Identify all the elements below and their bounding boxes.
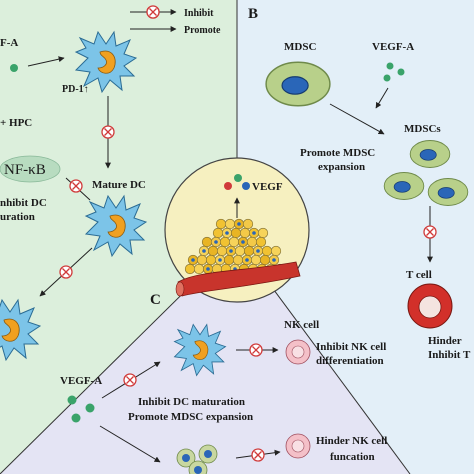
panel-a-vegf-label: F-A — [0, 37, 18, 49]
panel-c: C NK cell Inhibit NK cell differentiatio… — [60, 292, 387, 474]
vegf-dot — [234, 174, 242, 182]
pd1-label: PD-1↑ — [62, 84, 89, 95]
inhibit-dc-label-1: nhibit DC — [0, 197, 47, 209]
panel-c-label: C — [150, 292, 161, 308]
tumor-cell — [201, 236, 213, 248]
tumor-center: VEGF — [164, 157, 310, 303]
tumor-cell — [239, 227, 251, 239]
funcation-label: funcation — [330, 451, 375, 463]
tumor-cell-nucleus — [272, 258, 276, 262]
nk-cell — [285, 339, 311, 365]
tumor-cell-nucleus — [191, 258, 195, 262]
nfkb-bubble: NF-κB — [0, 155, 61, 183]
vegf-dot — [397, 68, 405, 76]
tumor-cell-nucleus — [229, 249, 233, 253]
mdsc-cell — [427, 178, 469, 206]
tumor-cell — [261, 245, 273, 257]
vegf-dot — [386, 62, 394, 70]
nk-cell-label: NK cell — [284, 319, 319, 331]
tumor-cell — [255, 236, 267, 248]
mdscs-label: MDSCs — [404, 123, 441, 135]
t-cell — [407, 283, 453, 329]
tumor-cell — [242, 218, 254, 230]
tumor-cell-nucleus — [202, 249, 206, 253]
mdsc-cell — [383, 172, 425, 200]
tumor-cell — [228, 236, 240, 248]
tumor-cell — [257, 227, 269, 239]
vegf-dot — [71, 413, 81, 423]
hinder-label: Hinder — [428, 335, 462, 347]
tumor-cell — [184, 263, 196, 275]
tumor-cell — [216, 245, 228, 257]
tumor-cell — [223, 254, 235, 266]
tumor-cell-nucleus — [214, 240, 218, 244]
tumor-cell — [205, 254, 217, 266]
promote-mdsc-label-2: expansion — [318, 161, 365, 173]
mature-dc-label: Mature DC — [92, 179, 146, 191]
tumor-cell — [234, 245, 246, 257]
vegfa-label-c: VEGF-A — [60, 375, 102, 387]
tumor-cell-nucleus — [237, 222, 241, 226]
tumor-cell — [212, 227, 224, 239]
inhibit-nk-label-2: differentiation — [316, 355, 384, 367]
vegfa-label-b: VEGF-A — [372, 41, 414, 53]
center-vegf-label: VEGF — [252, 181, 283, 193]
vegf-dot — [242, 182, 250, 190]
promote-mdsc-label-1: Promote MDSC — [300, 147, 375, 159]
vegf-dot — [67, 395, 77, 405]
tumor-cell — [270, 245, 282, 257]
vegf-dot — [224, 182, 232, 190]
inhibit-dc-label-2: uration — [0, 211, 35, 223]
tumor-cell-nucleus — [256, 249, 260, 253]
mdsc-cell — [409, 140, 451, 168]
tumor-cell-nucleus — [206, 267, 210, 271]
tumor-cell — [250, 254, 262, 266]
panel-b-background — [237, 0, 474, 474]
tumor-cell — [219, 236, 231, 248]
tumor-cell — [207, 245, 219, 257]
mdsc-label: MDSC — [284, 41, 316, 53]
tumor-cell-nucleus — [218, 258, 222, 262]
tumor-cell — [259, 254, 271, 266]
tumor-cell — [230, 227, 242, 239]
mdsc-cell-large — [265, 61, 331, 107]
tumor-cell — [196, 254, 208, 266]
tumor-cell — [215, 218, 227, 230]
tumor-cell — [232, 254, 244, 266]
vegf-dot — [85, 403, 95, 413]
legend: Inhibit Promote — [130, 5, 221, 36]
legend-inhibit-label: Inhibit — [184, 8, 214, 19]
panel-b-label: B — [248, 6, 258, 22]
tumor-cell-nucleus — [252, 231, 256, 235]
nk-cell-lower — [285, 433, 311, 459]
panel-a: F-A PD-1↑ + HPC NF-κB Mature DC nhibit D… — [0, 31, 147, 361]
tumor-cell — [224, 218, 236, 230]
nfkb-label: NF-κB — [4, 162, 46, 178]
inhibit-t-label: Inhibit T — [428, 349, 471, 361]
tumor-cell-nucleus — [225, 231, 229, 235]
t-cell-label: T cell — [406, 269, 432, 281]
panel-b: B MDSC VEGF-A MDSCs Promote MDSC expansi… — [248, 6, 471, 361]
inhibit-dc-maturation-label: Inhibit DC maturation — [138, 396, 245, 408]
vegf-dot — [383, 74, 391, 82]
tumor-cell — [246, 236, 258, 248]
legend-promote-label: Promote — [184, 25, 221, 36]
hinder-nk-label: Hinder NK cell — [316, 435, 387, 447]
hpc-label: + HPC — [0, 117, 32, 129]
inhibit-nk-label-1: Inhibit NK cell — [316, 341, 386, 353]
tumor-cell — [243, 245, 255, 257]
tumor-cell-nucleus — [241, 240, 245, 244]
vegf-dot — [10, 64, 18, 72]
blood-vessel — [175, 261, 301, 297]
mdsc-cell-small — [198, 444, 218, 464]
tumor-cell-nucleus — [245, 258, 249, 262]
promote-mdsc-expansion-label: Promote MDSC expansion — [128, 411, 253, 423]
tumor-cell — [193, 263, 205, 275]
